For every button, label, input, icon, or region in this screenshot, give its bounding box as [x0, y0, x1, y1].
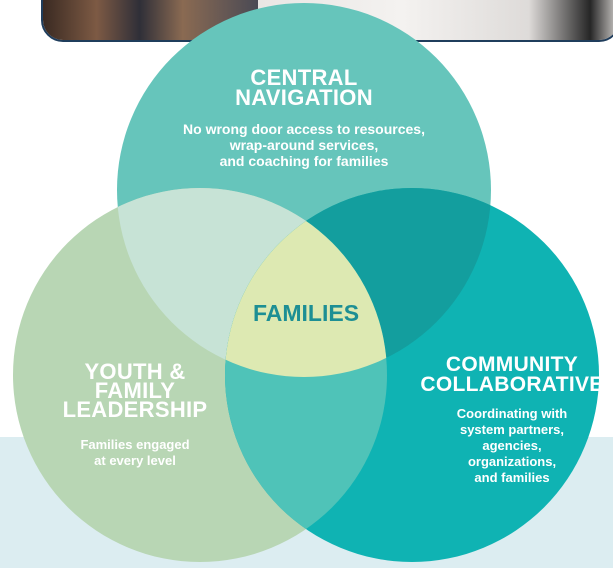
heading-line: CENTRAL — [250, 65, 358, 90]
center-label-families: FAMILIES — [252, 300, 360, 326]
description-line: and families — [474, 470, 550, 485]
heading-line: LEADERSHIP — [62, 397, 208, 422]
description-line: Coordinating with — [456, 406, 568, 421]
youth-family-leadership-description: Families engaged at every level — [45, 437, 225, 469]
heading-line: FAMILY — [94, 378, 176, 403]
description-line: No wrong door access to resources, — [183, 121, 425, 137]
heading-line: YOUTH & — [84, 359, 186, 384]
description-line: wrap-around services, — [229, 137, 379, 153]
description-line: Families engaged — [80, 437, 190, 452]
community-collaborative-heading: COMMUNITY COLLABORATIVE — [412, 353, 612, 396]
central-navigation-description: No wrong door access to resources, wrap-… — [144, 121, 464, 169]
heading-line: COLLABORATIVE — [420, 373, 604, 396]
community-collaborative-description: Coordinating with system partners, agenc… — [412, 406, 612, 486]
description-line: agencies, — [482, 438, 542, 453]
heading-line: COMMUNITY — [445, 353, 579, 376]
heading-line: NAVIGATION — [235, 85, 373, 110]
center-overlap-families — [225, 188, 387, 377]
description-line: and coaching for families — [219, 153, 389, 169]
description-line: organizations, — [467, 454, 557, 469]
central-navigation-heading: CENTRAL NAVIGATION — [204, 65, 404, 110]
description-line: at every level — [94, 453, 176, 468]
description-line: system partners, — [459, 422, 565, 437]
youth-family-leadership-heading: YOUTH & FAMILY LEADERSHIP — [45, 359, 225, 422]
